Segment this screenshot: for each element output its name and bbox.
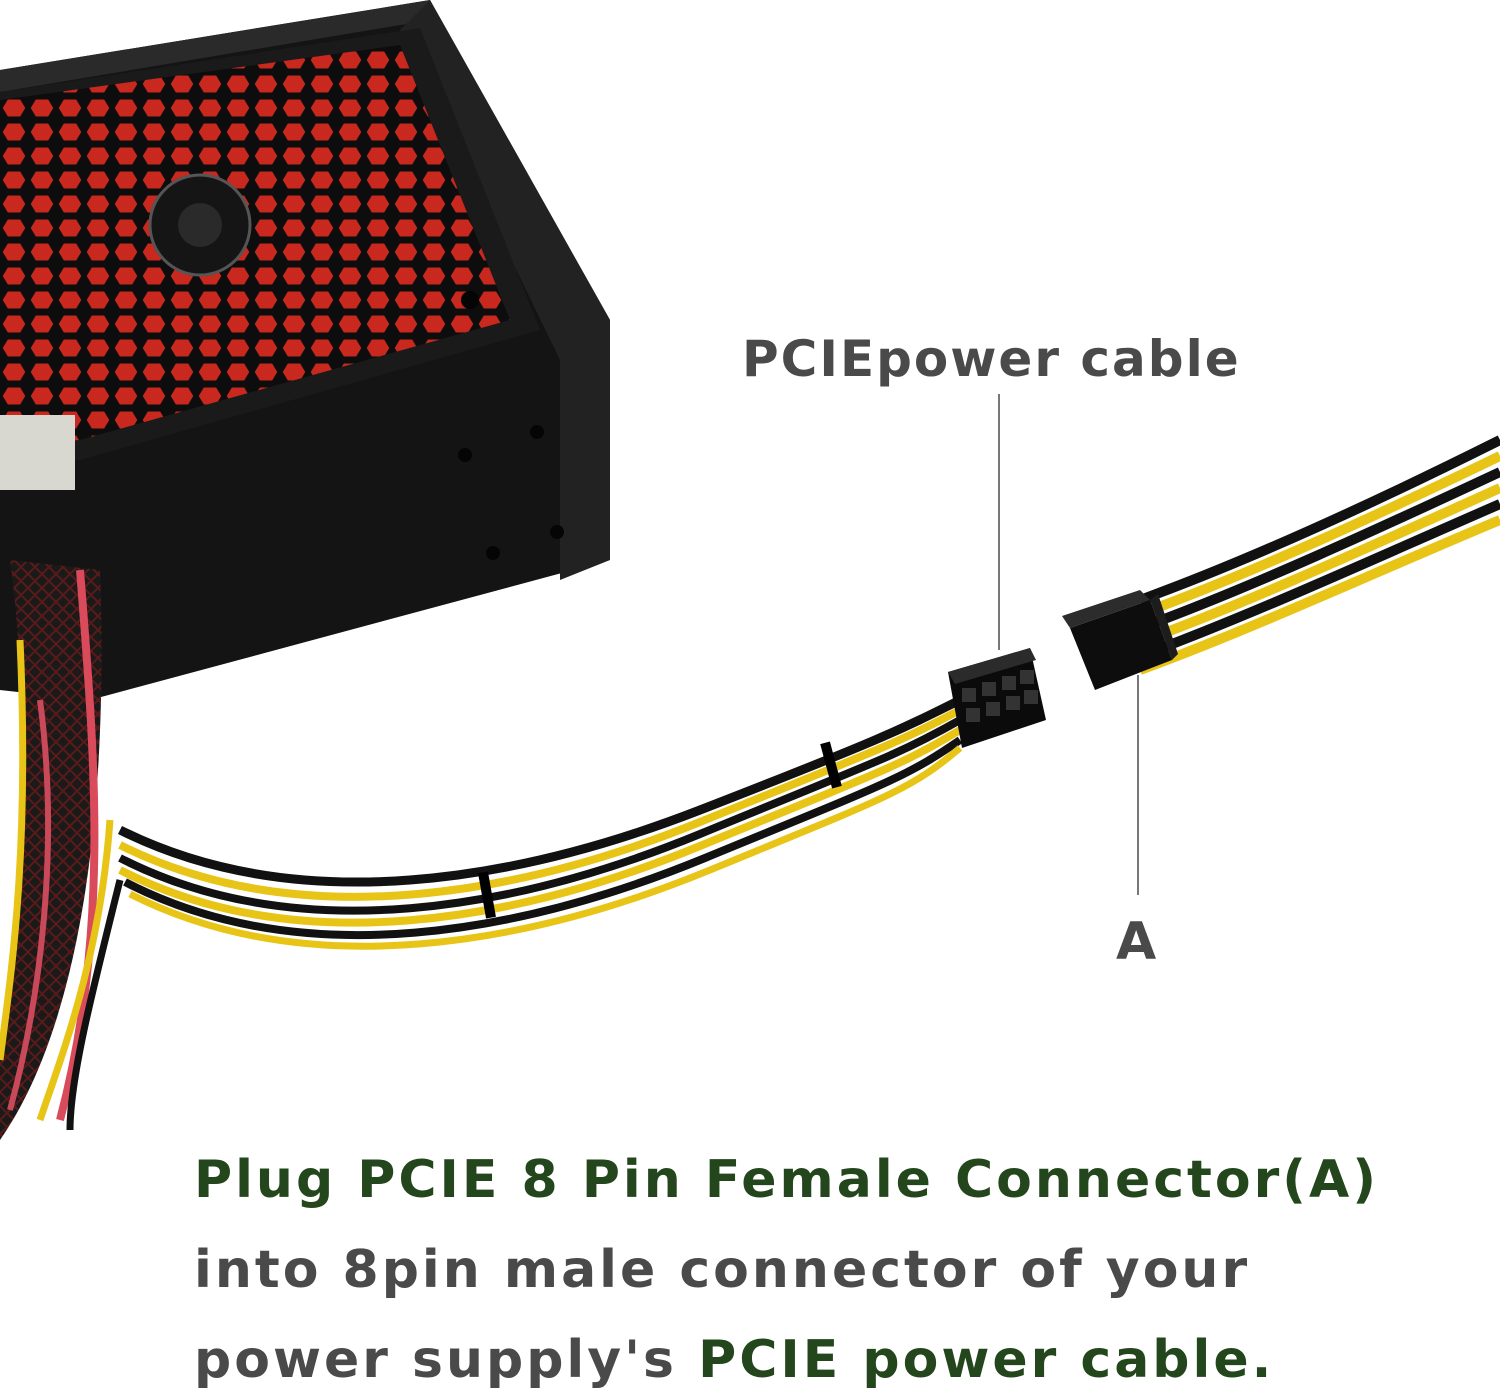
adapter-cable <box>1138 435 1500 675</box>
pcie-power-cable-label: PCIEpower cable <box>742 330 1241 388</box>
caption-line-3: power supply's PCIE power cable. <box>194 1330 1274 1390</box>
screw-icon <box>486 546 500 560</box>
psu-cable-bundle <box>0 560 124 1140</box>
caption-line-3-text: power supply's <box>194 1330 699 1390</box>
power-supply-unit <box>0 0 610 700</box>
male-8pin-connector <box>948 648 1046 748</box>
psu-pcie-cable <box>117 695 963 950</box>
screw-icon <box>458 448 472 462</box>
caption-line-2: into 8pin male connector of your <box>194 1240 1251 1300</box>
screw-icon <box>530 425 544 439</box>
screw-icon <box>550 525 564 539</box>
female-8pin-connector-a <box>1062 590 1178 690</box>
connector-a-label: A <box>1116 912 1157 972</box>
caption-line-3-highlight: PCIE power cable. <box>698 1330 1275 1390</box>
spec-sticker <box>0 415 75 490</box>
screw-icon <box>461 291 479 309</box>
caption-line-1: Plug PCIE 8 Pin Female Connector(A) <box>194 1150 1380 1210</box>
